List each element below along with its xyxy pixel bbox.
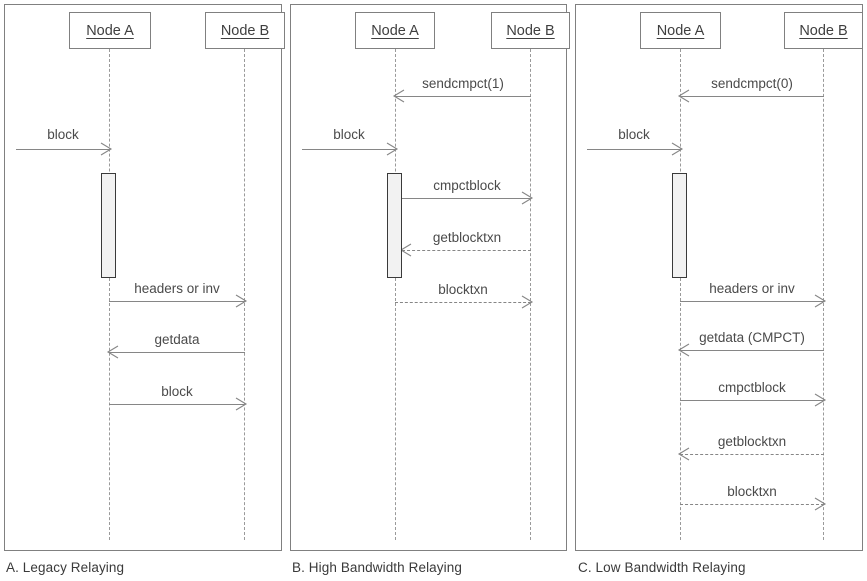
message-label-block-in: block — [47, 127, 79, 142]
panel-caption-legacy-relaying: A. Legacy Relaying — [6, 560, 125, 575]
arrow-head-icon — [521, 191, 534, 205]
activation-bar-node-a — [672, 173, 687, 278]
message-label-sendcmpct: sendcmpct(0) — [711, 76, 793, 91]
arrow-head-icon — [235, 294, 248, 308]
message-line — [302, 149, 396, 150]
message-label-getblocktxn: getblocktxn — [717, 434, 787, 449]
lifeline-node-b — [244, 49, 245, 540]
message-label-sendcmpct: sendcmpct(1) — [422, 76, 504, 91]
lifeline-node-b — [530, 49, 531, 540]
arrow-head-icon — [677, 343, 690, 357]
participant-box-node-b: Node B — [784, 12, 863, 49]
message-line — [109, 352, 245, 353]
participant-label-node-a: Node A — [86, 22, 134, 39]
message-line — [395, 96, 531, 97]
message-line — [402, 198, 531, 199]
arrow-head-icon — [671, 142, 684, 156]
participant-label-node-a: Node A — [656, 22, 705, 39]
panel-b-content: Node A Node B sendcmpct(1) — [291, 5, 570, 550]
message-label-block-out: block — [161, 384, 193, 399]
message-line — [680, 301, 824, 302]
message-label-blocktxn: blocktxn — [438, 282, 488, 297]
arrow-head-icon — [677, 447, 690, 461]
arrow-head-icon — [399, 243, 412, 257]
participant-box-node-b: Node B — [205, 12, 285, 49]
arrow-head-icon — [106, 345, 119, 359]
message-line — [680, 350, 824, 351]
participant-label-node-b: Node B — [506, 22, 555, 39]
panel-caption-high-bandwidth-relaying: B. High Bandwidth Relaying — [292, 560, 462, 575]
arrow-head-icon — [814, 393, 827, 407]
message-label-cmpctblock: cmpctblock — [433, 178, 501, 193]
arrow-head-icon — [814, 294, 827, 308]
message-line — [680, 504, 824, 505]
participant-box-node-a: Node A — [355, 12, 435, 49]
message-label-blocktxn: blocktxn — [727, 484, 777, 499]
arrow-head-icon — [677, 89, 690, 103]
message-line — [402, 250, 531, 251]
arrow-head-icon — [521, 295, 534, 309]
panel-low-bandwidth-relaying: Node A Node B sendcmpct(0) — [575, 4, 863, 551]
panel-c-content: Node A Node B sendcmpct(0) — [576, 5, 863, 550]
activation-bar-node-a — [101, 173, 116, 278]
message-label-headers-or-inv: headers or inv — [709, 281, 795, 296]
arrow-head-icon — [392, 89, 405, 103]
message-label-block-in: block — [333, 127, 365, 142]
message-label-getblocktxn: getblocktxn — [432, 230, 502, 245]
message-line — [109, 404, 245, 405]
message-label-block-in: block — [618, 127, 650, 142]
lifeline-node-a — [109, 49, 110, 540]
panel-a-content: Node A Node B block — [5, 5, 285, 550]
participant-box-node-b: Node B — [491, 12, 570, 49]
lifeline-node-b — [823, 49, 824, 540]
participant-label-node-a: Node A — [371, 22, 419, 39]
message-label-getdata: getdata — [154, 332, 200, 347]
message-line — [587, 149, 681, 150]
panel-caption-low-bandwidth-relaying: C. Low Bandwidth Relaying — [578, 560, 746, 575]
message-line — [395, 302, 531, 303]
arrow-head-icon — [386, 142, 399, 156]
participant-box-node-a: Node A — [69, 12, 151, 49]
message-line — [680, 400, 824, 401]
arrow-head-icon — [814, 497, 827, 511]
arrow-head-icon — [100, 142, 113, 156]
participant-label-node-b: Node B — [220, 22, 270, 39]
arrow-head-icon — [235, 397, 248, 411]
lifeline-node-a — [680, 49, 681, 540]
activation-bar-node-a — [387, 173, 402, 278]
message-line — [16, 149, 110, 150]
lifeline-node-a — [395, 49, 396, 540]
panel-legacy-relaying: Node A Node B block — [4, 4, 285, 551]
message-label-headers-or-inv: headers or inv — [134, 281, 220, 296]
message-line — [680, 454, 824, 455]
message-line — [109, 301, 245, 302]
message-label-cmpctblock: cmpctblock — [718, 380, 786, 395]
panel-high-bandwidth-relaying: Node A Node B sendcmpct(1) — [290, 4, 570, 551]
participant-label-node-b: Node B — [799, 22, 848, 39]
participant-box-node-a: Node A — [640, 12, 721, 49]
message-line — [680, 96, 824, 97]
message-label-getdata-cmpct: getdata (CMPCT) — [699, 330, 805, 345]
